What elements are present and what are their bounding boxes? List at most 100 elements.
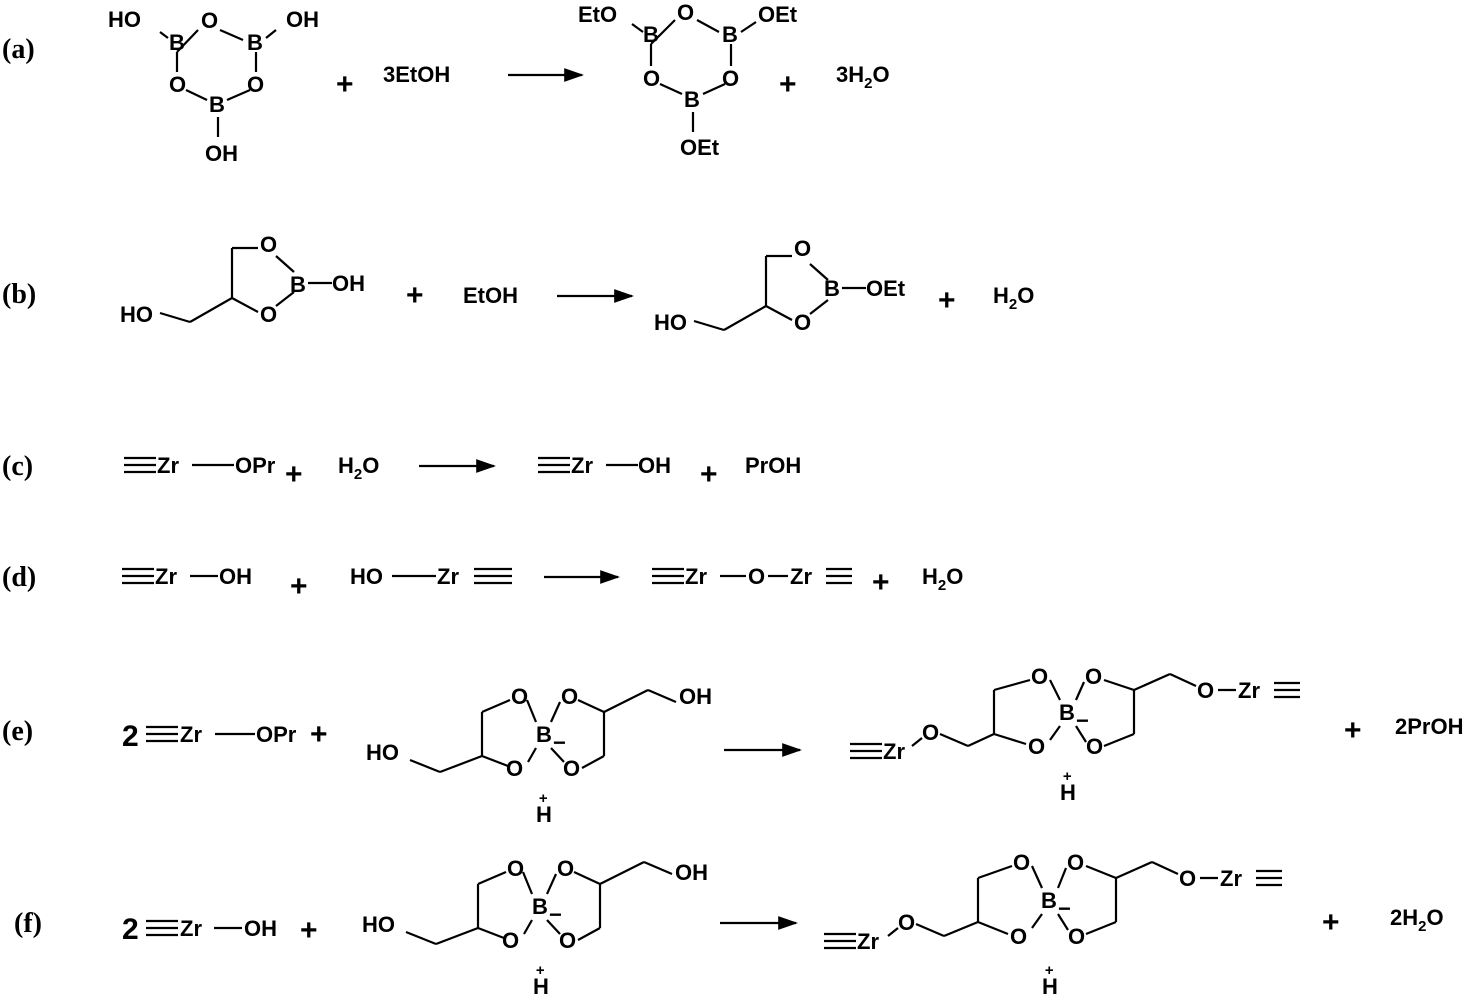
reaction-d: (d) Zr OH + HO Zr Zr O Zr [2, 562, 963, 603]
reaction-label-b: (b) [2, 279, 36, 310]
plus-sign: + [310, 718, 328, 751]
zirconium-atom: Zr [180, 916, 202, 941]
triple-bond-icon [1274, 681, 1300, 699]
ring-atom-o2: O [247, 72, 264, 97]
boroxine-reactant: HO OH OH B O B O B O [108, 7, 319, 166]
reagent-3etoh: 3EtOH [383, 62, 450, 87]
oxygen-atom: O [1085, 664, 1102, 689]
oxygen-atom: O [511, 684, 528, 709]
reaction-label-c: (c) [2, 451, 33, 482]
hydroxyl-ho: HO [654, 310, 687, 335]
zirconium-atom: Zr [883, 739, 905, 764]
reaction-label-a: (a) [2, 34, 35, 65]
ring-atom-b1: B [169, 30, 185, 55]
triple-bond-icon [146, 919, 178, 937]
ring-atom-o1: O [677, 0, 694, 25]
oxygen-atom: O [1031, 664, 1048, 689]
propoxy-group: OPr [256, 722, 297, 747]
oxygen-atom: O [557, 856, 574, 881]
byproduct-water: H2O [922, 564, 963, 594]
counter-cation: H+ [1060, 768, 1076, 805]
reaction-c: (c) Zr OPr + H2O Zr OH + PrOH [2, 451, 801, 491]
ring-atom-b3: B [684, 87, 700, 112]
negative-charge: − [1076, 708, 1089, 733]
ring-atom-b1: B [643, 22, 659, 47]
plus-sign: + [700, 458, 718, 491]
counter-cation: H+ [536, 790, 552, 827]
boron-atom: B [536, 722, 552, 747]
plus-sign: + [406, 279, 424, 312]
ring-atom-o-top: O [260, 232, 277, 257]
zirconium-atom: Zr [437, 564, 459, 589]
negative-charge: − [549, 902, 562, 927]
oxygen-atom: O [1013, 850, 1030, 875]
reagent-water: H2O [338, 453, 379, 483]
hydroxyl-ho: HO [120, 302, 153, 327]
boron-atom: B [1059, 700, 1075, 725]
plus-sign: + [938, 284, 956, 317]
byproduct-water: 2H2O [1390, 905, 1444, 935]
reaction-label-e: (e) [2, 716, 33, 747]
byproduct-proh: 2PrOH [1395, 714, 1463, 739]
triple-bond-icon [122, 567, 154, 585]
oxygen-atom: O [1028, 734, 1045, 759]
oxygen-atom: O [563, 756, 580, 781]
bridging-oxygen: O [748, 564, 765, 589]
reagent-etoh: EtOH [463, 283, 518, 308]
oxygen-atom: O [1067, 850, 1084, 875]
plus-sign: + [1322, 906, 1340, 939]
negative-charge: − [553, 730, 566, 755]
hydroxyl-group: OH [219, 564, 252, 589]
triple-bond-icon [850, 742, 882, 760]
plus-sign: + [300, 914, 318, 947]
zirconium-atom: Zr [857, 929, 879, 954]
substituent-oh-top-right: OH [286, 7, 319, 32]
zirconium-atom: Zr [1238, 678, 1260, 703]
oxygen-atom: O [922, 720, 939, 745]
ring-atom-b2: B [247, 30, 263, 55]
stoichiometric-coefficient: 2 [122, 913, 139, 946]
substituent-oet-bottom: OEt [680, 135, 720, 160]
oxygen-atom: O [506, 756, 523, 781]
boron-atom: B [532, 894, 548, 919]
plus-sign: + [285, 458, 303, 491]
ring-atom-o3: O [643, 66, 660, 91]
oxygen-atom: O [561, 684, 578, 709]
oxygen-atom: O [1068, 924, 1085, 949]
hydroxyl-group: HO [350, 564, 383, 589]
substituent-eto-top-left: EtO [578, 2, 617, 27]
plus-sign: + [779, 68, 797, 101]
zirconium-atom: Zr [180, 722, 202, 747]
reaction-b: (b) O B O OH HO + EtOH [2, 232, 1034, 335]
zirconium-atom: Zr [685, 564, 707, 589]
triple-bond-icon [538, 456, 570, 474]
negative-charge: − [1058, 896, 1071, 921]
byproduct-water: 3H2O [836, 62, 890, 92]
spiroborate-reactant: O O O O B − HO OH H+ [366, 684, 712, 827]
hydroxyl-ho: HO [362, 912, 395, 937]
ring-atom-b2: B [722, 22, 738, 47]
substituent-oh-bottom: OH [205, 141, 238, 166]
plus-sign: + [1344, 714, 1362, 747]
ring-atom-o1: O [201, 8, 218, 33]
triple-bond-icon [824, 932, 856, 950]
zr-spiroborate-product: Zr O O O O O B − O Zr [850, 664, 1300, 805]
plus-sign: + [872, 566, 890, 599]
triple-bond-icon [474, 567, 512, 585]
substituent-ho-top-left: HO [108, 7, 141, 32]
substituent-oh: OH [332, 271, 365, 296]
triple-bond-icon [652, 567, 684, 585]
reaction-a: (a) HO OH OH B O B O B O + 3EtOH [2, 0, 890, 166]
glycerol-borate-product: O B O OEt HO [654, 236, 906, 335]
oxygen-atom: O [502, 928, 519, 953]
stoichiometric-coefficient: 2 [122, 720, 139, 753]
oxygen-atom: O [1179, 866, 1196, 891]
zirconium-atom: Zr [155, 564, 177, 589]
boroxine-product: EtO OEt OEt B O B O B O [578, 0, 798, 160]
oxygen-atom: O [1197, 678, 1214, 703]
byproduct-water: H2O [993, 283, 1034, 313]
triple-bond-icon [124, 456, 156, 474]
oxygen-atom: O [507, 856, 524, 881]
counter-cation: H+ [1042, 962, 1058, 999]
